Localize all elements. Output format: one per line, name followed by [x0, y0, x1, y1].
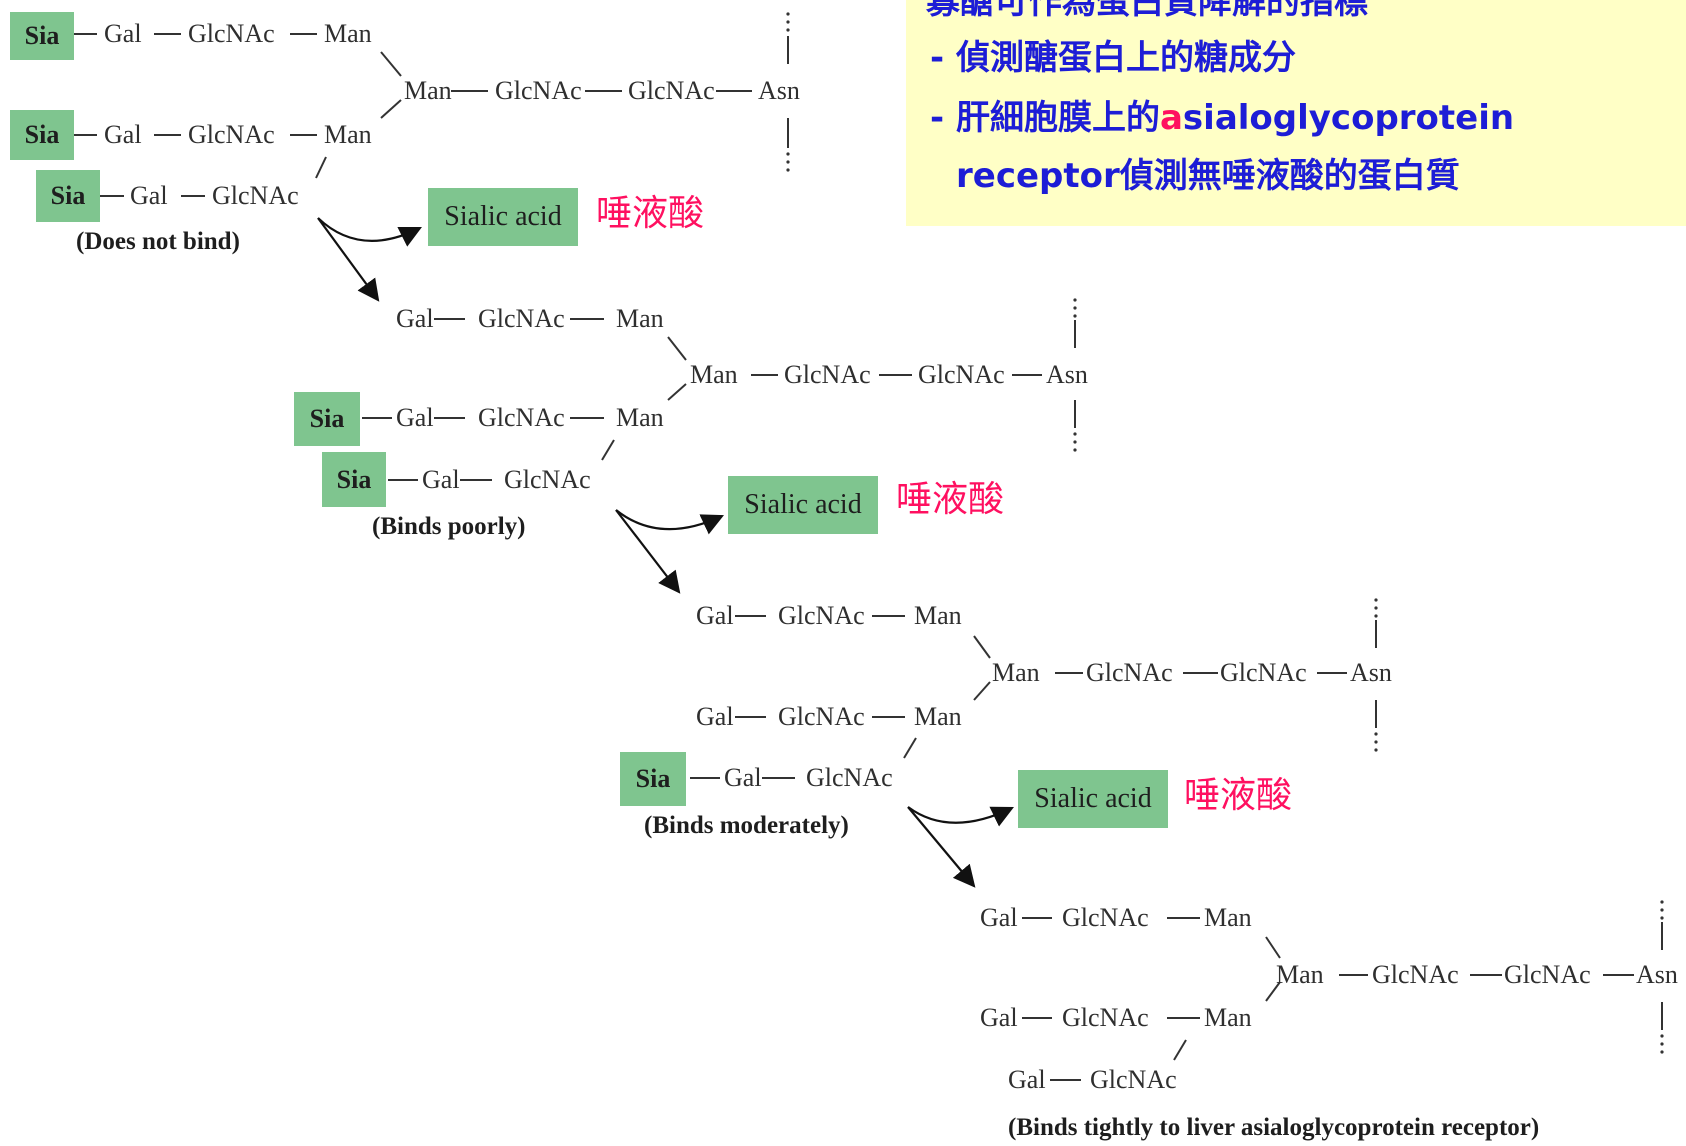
- glcnac-label: GlcNAc: [1062, 1003, 1149, 1032]
- note-line-4-text: 偵測無唾液酸的蛋白質: [1119, 156, 1460, 196]
- glcnac-label: GlcNAc: [188, 19, 275, 48]
- note-line-3-term: sialoglycoprotein: [1182, 98, 1515, 138]
- man-label: Man: [690, 360, 738, 389]
- glcnac-label: GlcNAc: [1504, 960, 1591, 989]
- note-line-4: receptor偵測無唾液酸的蛋白質: [956, 156, 1460, 196]
- man-label: Man: [616, 304, 664, 333]
- man-label: Man: [324, 19, 372, 48]
- sia-box: Sia: [294, 392, 360, 446]
- man-label: Man: [1204, 1003, 1252, 1032]
- glcnac-label: GlcNAc: [478, 304, 565, 333]
- glcnac-label: GlcNAc: [478, 403, 565, 432]
- glcnac-label: GlcNAc: [806, 763, 893, 792]
- glcnac-label: GlcNAc: [1220, 658, 1307, 687]
- sialic-acid-box: Sialic acid: [728, 476, 878, 534]
- sialic-acid-cn-label: 唾液酸: [896, 479, 1005, 520]
- sialic-acid-cn-label: 唾液酸: [1184, 775, 1293, 816]
- gal-label: Gal: [104, 120, 142, 149]
- sialic-acid-box: Sialic acid: [1018, 770, 1168, 828]
- bullet: -: [930, 98, 945, 138]
- glcnac-label: GlcNAc: [784, 360, 871, 389]
- bullet: -: [930, 38, 945, 78]
- man-label: Man: [616, 403, 664, 432]
- gal-label: Gal: [396, 304, 434, 333]
- glcnac-label: GlcNAc: [188, 120, 275, 149]
- gal-label: Gal: [1008, 1065, 1046, 1094]
- asn-label: Asn: [1636, 960, 1678, 989]
- man-label: Man: [1276, 960, 1324, 989]
- gal-label: Gal: [724, 763, 762, 792]
- asn-label: Asn: [1046, 360, 1088, 389]
- gal-label: Gal: [980, 1003, 1018, 1032]
- gal-label: Gal: [130, 181, 168, 210]
- note-line-2: - 偵測醣蛋白上的糖成分: [930, 38, 1296, 78]
- man-label: Man: [404, 76, 452, 105]
- sia-box: Sia: [620, 752, 686, 806]
- note-line-1: 寡醣可作為蛋白質降解的指標: [926, 0, 1368, 22]
- note-line-2-text: 偵測醣蛋白上的糖成分: [944, 38, 1296, 78]
- note-line-3-text: 肝細胞膜上的: [944, 98, 1160, 138]
- note-line-3: - 肝細胞膜上的asialoglycoprotein: [930, 98, 1514, 138]
- man-label: Man: [992, 658, 1040, 687]
- sialic-acid-cn-label: 唾液酸: [596, 193, 705, 234]
- asn-label: Asn: [1350, 658, 1392, 687]
- man-label: Man: [1204, 903, 1252, 932]
- gal-label: Gal: [396, 403, 434, 432]
- note-highlight-a: a: [1159, 98, 1183, 138]
- man-label: Man: [324, 120, 372, 149]
- glcnac-label: GlcNAc: [504, 465, 591, 494]
- glcnac-label: GlcNAc: [778, 601, 865, 630]
- gal-label: Gal: [696, 702, 734, 731]
- glcnac-label: GlcNAc: [918, 360, 1005, 389]
- glcnac-label: GlcNAc: [212, 181, 299, 210]
- binding-caption: (Binds tightly to liver asialoglycoprote…: [1008, 1114, 1540, 1141]
- glcnac-label: GlcNAc: [1372, 960, 1459, 989]
- glcnac-label: GlcNAc: [628, 76, 715, 105]
- gal-label: Gal: [422, 465, 460, 494]
- glcnac-label: GlcNAc: [1086, 658, 1173, 687]
- sia-box: Sia: [322, 452, 386, 507]
- sia-box: Sia: [36, 170, 100, 222]
- sialic-acid-box: Sialic acid: [428, 188, 578, 246]
- sia-box: Sia: [10, 12, 74, 60]
- note-line-4-term: receptor: [956, 156, 1120, 196]
- binding-caption: (Does not bind): [76, 228, 240, 255]
- glcnac-label: GlcNAc: [778, 702, 865, 731]
- gal-label: Gal: [696, 601, 734, 630]
- man-label: Man: [914, 702, 962, 731]
- binding-caption: (Binds moderately): [644, 812, 849, 839]
- gal-label: Gal: [980, 903, 1018, 932]
- glcnac-label: GlcNAc: [1062, 903, 1149, 932]
- asn-label: Asn: [758, 76, 800, 105]
- glcnac-label: GlcNAc: [495, 76, 582, 105]
- annotation-box: 寡醣可作為蛋白質降解的指標 - 偵測醣蛋白上的糖成分 - 肝細胞膜上的asial…: [906, 0, 1686, 226]
- gal-label: Gal: [104, 19, 142, 48]
- binding-caption: (Binds poorly): [372, 513, 526, 540]
- sia-box: Sia: [10, 110, 74, 160]
- man-label: Man: [914, 601, 962, 630]
- glcnac-label: GlcNAc: [1090, 1065, 1177, 1094]
